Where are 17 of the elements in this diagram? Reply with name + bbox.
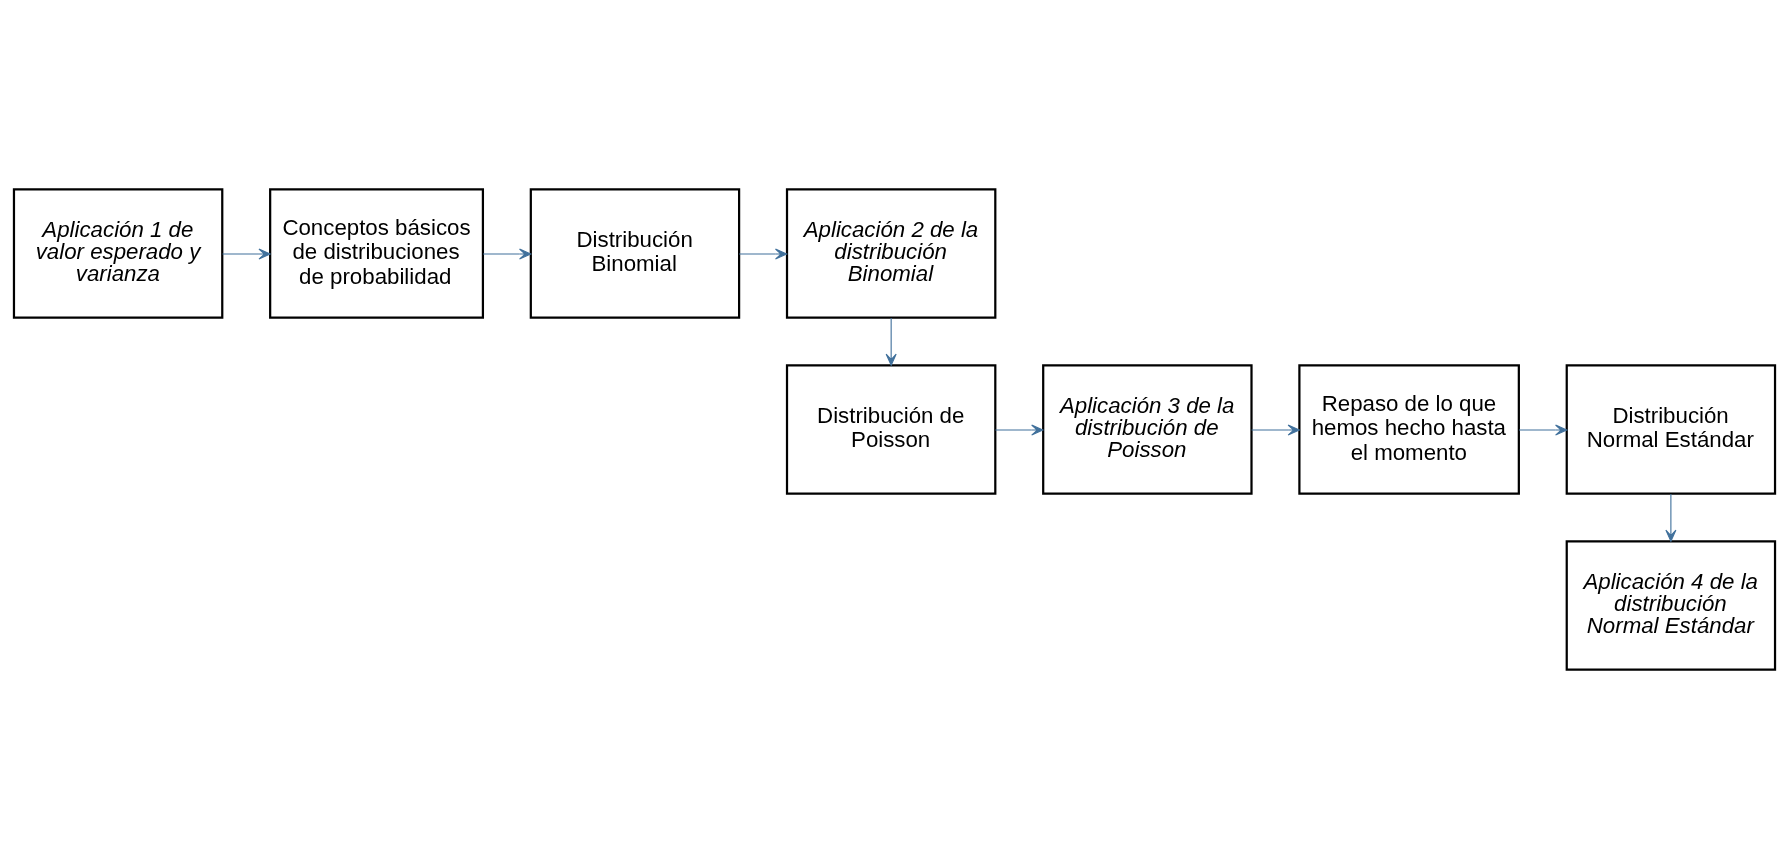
- node-box: Distribución Binomial: [529, 188, 741, 319]
- arrow: [994, 424, 1044, 436]
- node-box: Distribución Normal Estándar: [1565, 364, 1777, 495]
- node-box: Aplicación 1 de valor esperado y varianza: [12, 188, 224, 319]
- node-box: Aplicación 4 de la distribución Normal Estándar: [1565, 540, 1777, 671]
- arrow: [482, 248, 532, 260]
- node-box: Conceptos básicos de distribuciones de probabilidad: [269, 188, 485, 319]
- node-box: Aplicación 2 de la distribución Binomial: [785, 188, 997, 319]
- node-box: Distribución de Poisson: [785, 364, 997, 495]
- arrow: [1518, 424, 1568, 436]
- node-box: Aplicación 3 de la distribución de Poisson: [1042, 364, 1253, 495]
- arrow: [738, 248, 788, 260]
- node-box: Repaso de lo que hemos hecho hasta el momento: [1298, 364, 1520, 495]
- arrow: [1665, 493, 1677, 542]
- arrow: [1251, 424, 1300, 436]
- arrow: [885, 317, 897, 366]
- arrow: [221, 248, 271, 260]
